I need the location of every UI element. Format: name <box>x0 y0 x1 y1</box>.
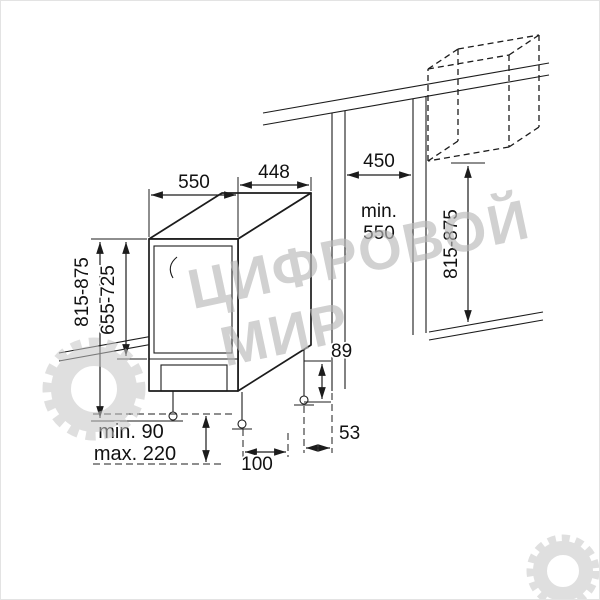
dim-door-height-label: 655-725 <box>98 265 119 335</box>
dim-plinth-min-label: min. 90 <box>98 421 164 443</box>
dim-niche-width-label: 450 <box>363 151 395 172</box>
drawing-group: 550 448 450 min. 550 815-875 <box>58 34 550 477</box>
dim-appliance-height: 815-875 <box>70 238 183 422</box>
dim-niche-width: 450 <box>347 149 411 179</box>
dim-plinth-max-label: max. 220 <box>94 443 176 465</box>
dim-rear-clearance: 89 <box>304 339 354 403</box>
floor-line-right <box>428 311 544 341</box>
dim-front-foot-offset: 100 <box>239 429 289 477</box>
niche-right-panel <box>412 97 427 335</box>
niche-left-panel <box>331 111 346 391</box>
dim-niche-depth: min. 550 <box>359 199 398 246</box>
dim-niche-depth-value-label: 550 <box>363 223 395 244</box>
dishwasher-outline <box>148 192 314 430</box>
worktop-line <box>262 62 550 126</box>
dim-appliance-depth: 550 <box>148 170 239 237</box>
dim-appliance-width: 448 <box>240 160 312 191</box>
front-left-foot <box>168 391 178 421</box>
dim-door-height: 655-725 <box>96 242 147 360</box>
niche-dashed-box <box>427 34 540 162</box>
dim-plinth-height: min. 90 max. 220 <box>92 413 236 467</box>
dim-appliance-depth-label: 550 <box>178 172 210 193</box>
dim-appliance-width-label: 448 <box>258 162 290 183</box>
dim-niche-height: 815-875 <box>439 162 485 322</box>
door-handle-icon <box>169 256 178 279</box>
dim-niche-depth-min-label: min. <box>361 201 397 222</box>
dim-rear-clearance-label: 89 <box>331 341 352 362</box>
dim-rear-foot-offset-label: 53 <box>339 423 360 444</box>
dim-front-foot-offset-label: 100 <box>241 454 273 475</box>
door-panel <box>153 245 233 354</box>
rear-foot <box>294 349 314 406</box>
dim-rear-foot-offset: 53 <box>303 393 362 453</box>
front-right-foot <box>232 392 252 430</box>
gear-watermark-icon-small <box>526 534 599 599</box>
dim-niche-height-label: 815-875 <box>441 209 462 279</box>
dim-appliance-height-label: 815-875 <box>72 257 93 327</box>
kick-plate <box>160 364 228 392</box>
